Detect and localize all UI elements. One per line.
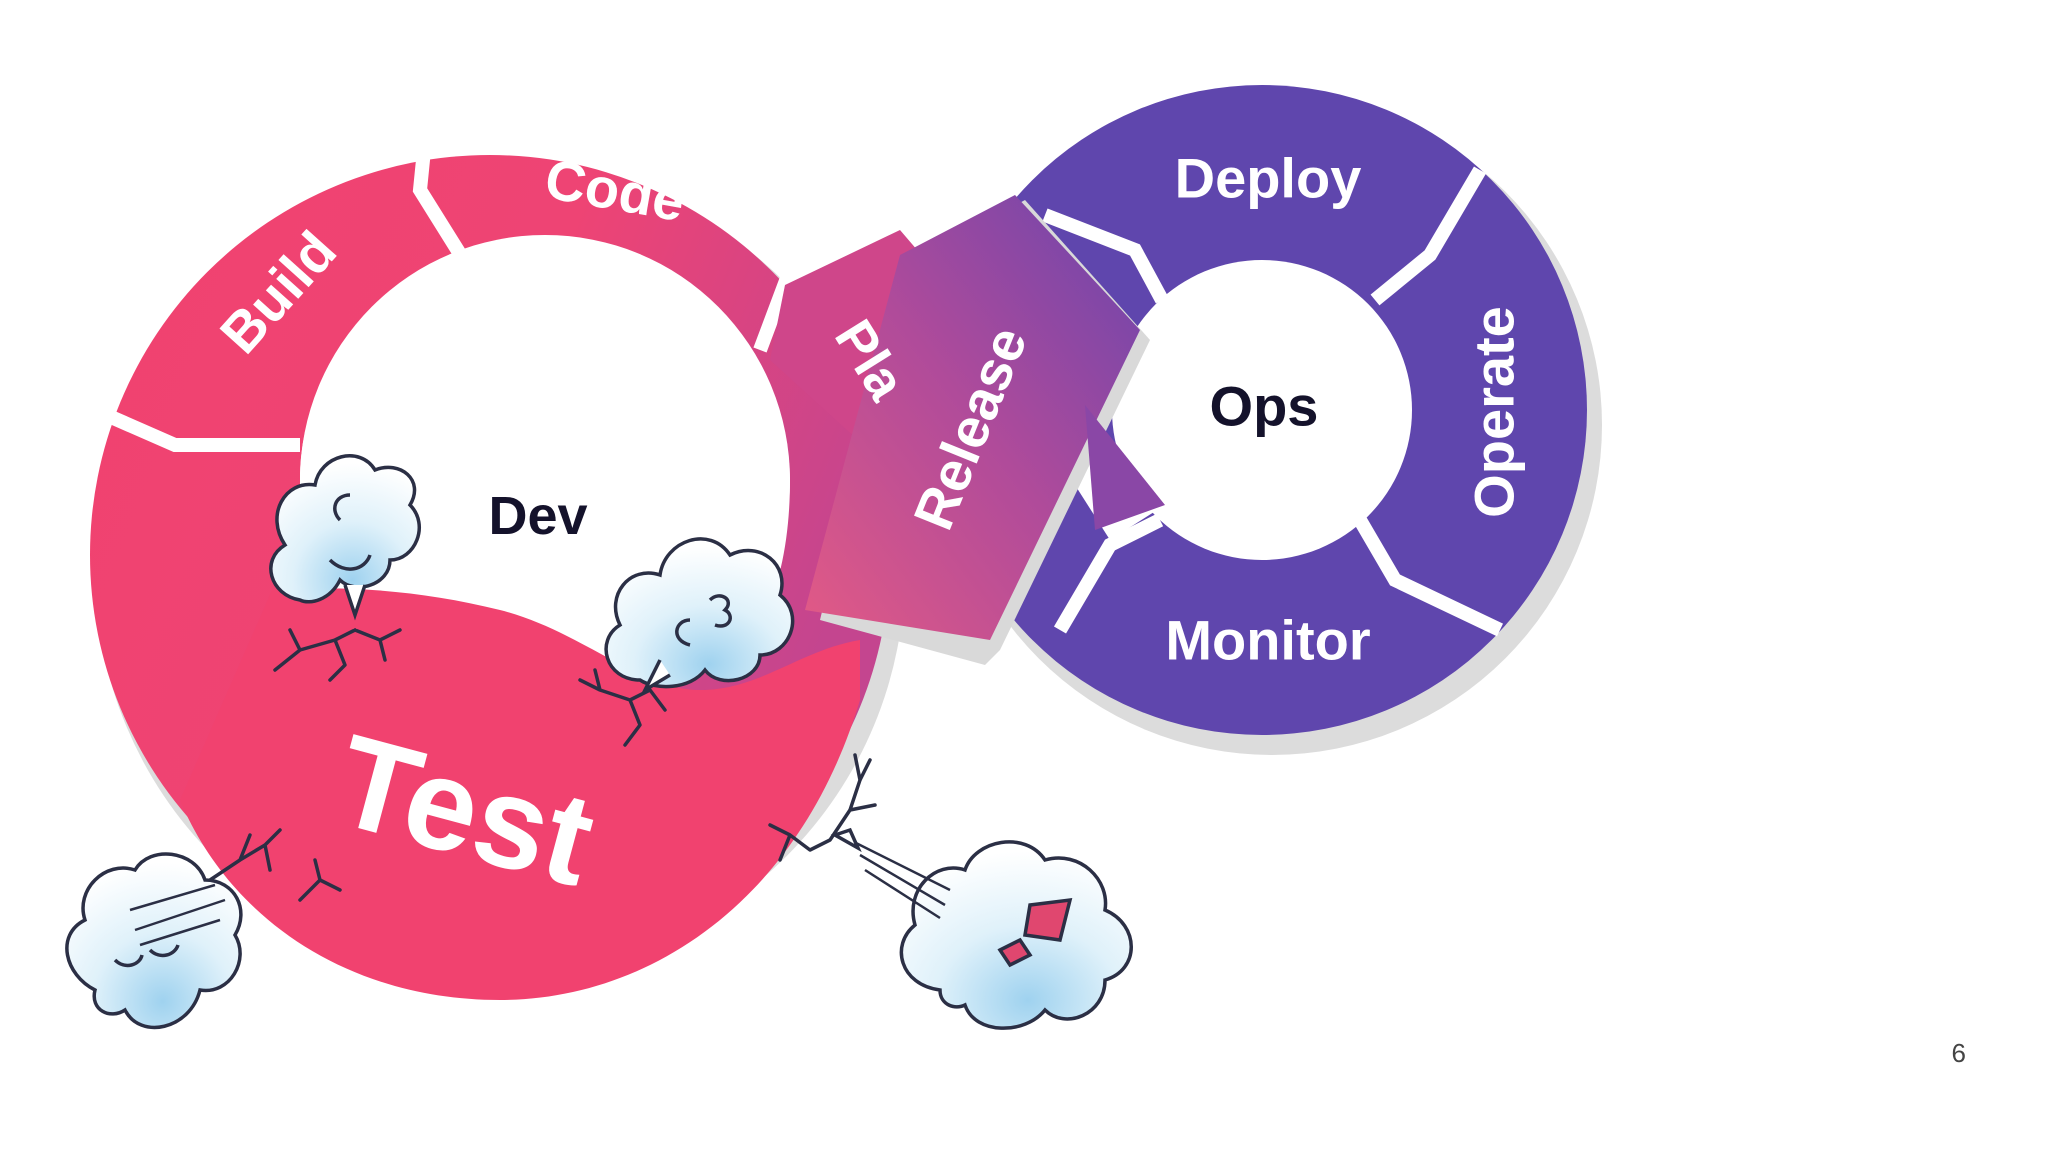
deploy-label: Deploy [1175, 147, 1362, 210]
test-region [180, 588, 860, 1000]
ops-segment-gaps [1042, 166, 1504, 637]
ops-hub-label: Ops [1210, 375, 1319, 438]
dev-segment-gaps [92, 89, 884, 452]
ops-hub [1112, 260, 1412, 560]
release-arrow-tip [1085, 405, 1165, 530]
dev-hub-label: Dev [488, 486, 587, 546]
monitor-label: Monitor [1165, 609, 1370, 672]
cloud-icon [269, 454, 421, 621]
cloud-icon [830, 827, 1133, 1030]
cloud-icon [604, 537, 795, 695]
release-band [805, 195, 1165, 665]
release-band-fill [805, 195, 1140, 640]
operate-label: Operate [1463, 306, 1526, 518]
page-number: 6 [1951, 1038, 1966, 1068]
crack-lines [208, 628, 877, 902]
cloud-icon [65, 852, 243, 1030]
